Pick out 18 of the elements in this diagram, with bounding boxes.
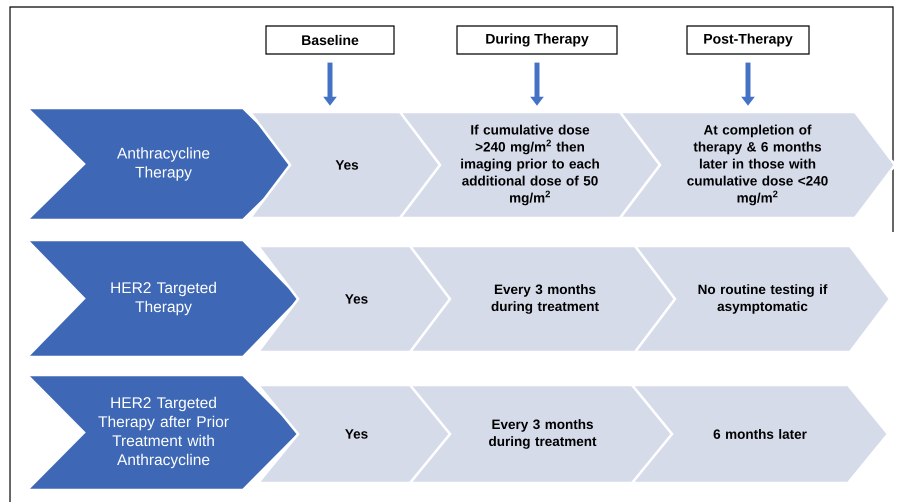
header-box: During Therapy xyxy=(456,25,618,55)
category-banner: HER2 Targeted Therapy after Prior Treatment with Anthracycline xyxy=(24,374,302,492)
step-panel: If cumulative dose >240 mg/m$^{2}$ then imaging prior to each additional dose of 50 mg/m$^{2}$ xyxy=(398,110,662,220)
step-panel: Every 3 months during treatment xyxy=(408,244,682,354)
step-panel: Yes xyxy=(255,384,457,484)
node-label: 6 months later xyxy=(714,429,807,439)
header-box: Post-Therapy xyxy=(686,25,810,55)
step-panel: Yes xyxy=(248,110,446,220)
node-label: At completion of therapy & 6 months later in those with cumulative dose <240 mg/m$^{2}$ xyxy=(687,124,828,206)
header-box: Baseline xyxy=(265,25,395,55)
node-label: Yes xyxy=(345,429,368,439)
step-panel: No routine testing if asymptomatic xyxy=(632,244,892,354)
step-panel: Yes xyxy=(256,244,457,354)
step-panel: 6 months later xyxy=(629,384,890,484)
node-label: No routine testing if asymptomatic xyxy=(698,284,828,314)
step-panel: At completion of therapy & 6 months later in those with cumulative dose <240 mg/m$^{2}$ xyxy=(618,110,897,220)
node-label: Every 3 months during treatment xyxy=(489,419,596,449)
step-panel: Every 3 months during treatment xyxy=(407,384,677,484)
